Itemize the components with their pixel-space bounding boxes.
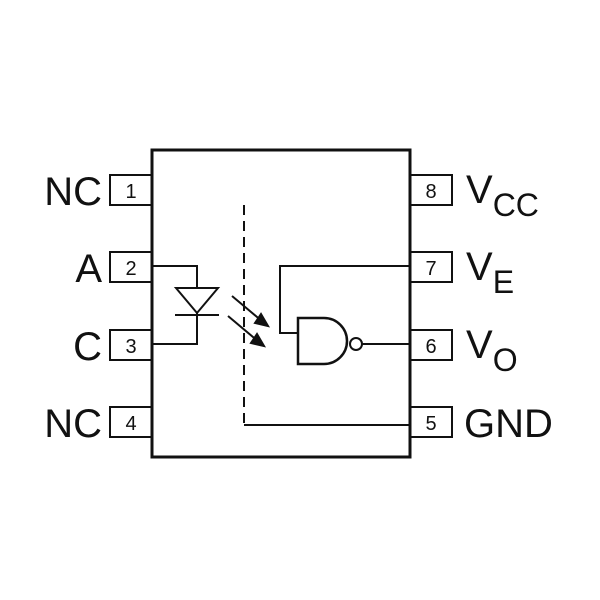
nand-gate-bubble xyxy=(349,337,363,351)
pin-1-box xyxy=(109,174,153,206)
led-diode-symbol xyxy=(173,284,221,320)
led-wiring xyxy=(152,265,198,345)
pin-5-label: GND xyxy=(464,402,553,446)
pin-7-label-group: VE xyxy=(466,245,514,300)
pin-2-label: A xyxy=(75,247,102,291)
pin-1-label: NC xyxy=(44,170,102,214)
ve-wiring xyxy=(279,265,410,334)
pin-8-label-group: VCC xyxy=(466,168,539,223)
pin-5-number: 5 xyxy=(425,413,436,435)
pin-6-label-group: VO xyxy=(466,323,518,378)
pin-6-number: 6 xyxy=(425,336,436,358)
pin-4-box xyxy=(109,406,153,438)
pin-8-subscript: CC xyxy=(493,187,539,223)
pin-2-number: 2 xyxy=(125,258,136,280)
pin-1-number: 1 xyxy=(125,181,136,203)
pin-7-label: V xyxy=(466,245,493,289)
pin-8-box xyxy=(409,174,453,206)
pin-3-number: 3 xyxy=(125,336,136,358)
package-body xyxy=(150,148,412,459)
pin-5-box xyxy=(409,406,453,438)
pin-7-number: 7 xyxy=(425,258,436,280)
light-arrows-icon xyxy=(227,295,271,348)
pin-4-label: NC xyxy=(44,402,102,446)
nand-gate-icon xyxy=(296,316,349,366)
pin-8-number: 8 xyxy=(425,181,436,203)
pin-6-subscript: O xyxy=(493,342,518,378)
pin-7-subscript: E xyxy=(493,264,514,300)
pin-6-label: V xyxy=(466,323,493,367)
pin-3-label: C xyxy=(73,325,102,369)
pin-8-label: V xyxy=(466,168,493,212)
pin-4-number: 4 xyxy=(125,413,136,435)
